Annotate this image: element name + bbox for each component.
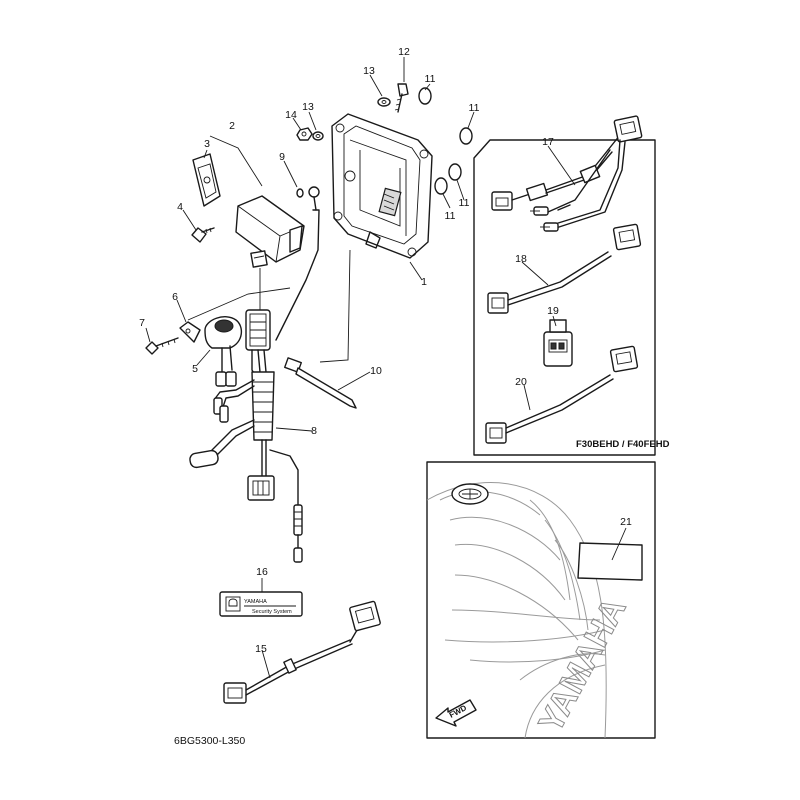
callout-17: 17	[542, 136, 554, 148]
callout-14: 14	[285, 109, 297, 121]
callout-21: 21	[620, 516, 632, 528]
callout-16: 16	[256, 566, 268, 578]
callout-7: 7	[139, 317, 145, 329]
variant-box: F30BEHD / F40FEHD	[473, 139, 670, 456]
decal-caption: Security System	[252, 609, 292, 615]
part-2-control-unit: 2	[209, 120, 305, 268]
callout-13b: 13	[302, 101, 314, 113]
callout-20: 20	[515, 376, 527, 388]
variant-label: F30BEHD / F40FEHD	[576, 439, 670, 450]
callout-18: 18	[515, 253, 527, 265]
part-9-ground-lead: 9	[275, 151, 320, 341]
callout-11b: 11	[469, 102, 480, 114]
part-19-connector: 19	[543, 305, 573, 367]
part-3-bracket: 3	[192, 138, 221, 207]
part-20-harness: 20	[485, 345, 639, 444]
link-line-6	[187, 287, 291, 321]
callout-15: 15	[255, 643, 267, 655]
part-1-housing: 1	[331, 113, 433, 288]
part-12-screw: 12	[394, 46, 410, 113]
part-5-sensor: 5	[192, 316, 243, 387]
part-11-grommets: 11 11 11 11	[418, 73, 480, 222]
part-13-washers: 13 13	[302, 65, 391, 141]
part-7-bolt: 7	[139, 317, 179, 355]
callout-12: 12	[398, 46, 410, 58]
callout-8: 8	[311, 425, 317, 437]
callout-11a: 11	[425, 73, 436, 85]
part-21-decal	[577, 542, 643, 581]
callout-2: 2	[229, 120, 235, 132]
callout-11c: 11	[445, 210, 456, 222]
callout-11d: 11	[459, 197, 470, 209]
callout-3: 3	[204, 138, 210, 150]
callout-9: 9	[279, 151, 285, 163]
part-15-harness: 15	[223, 600, 381, 704]
link-line-box	[319, 249, 351, 363]
drawing-code: 6BG5300-L350	[174, 735, 245, 747]
part-17-harness: 17	[491, 115, 643, 232]
part-6-clamp: 6	[172, 291, 201, 343]
part-14-nut: 14	[285, 109, 313, 141]
callout-4: 4	[177, 201, 183, 213]
callout-5: 5	[192, 363, 198, 375]
callout-13a: 13	[363, 65, 375, 77]
part-4-bolt: 4	[177, 201, 215, 243]
cowling-brand-text: YAMAHA	[532, 592, 634, 739]
part-8-wire-harness: 8	[189, 309, 317, 563]
part-16-security-decal: YAMAHA Security System 16	[219, 566, 303, 617]
callout-19: 19	[547, 305, 559, 317]
part-10-cable-tie: 10	[284, 357, 382, 409]
callout-6: 6	[172, 291, 178, 303]
part-18-harness: 18	[487, 223, 642, 314]
cowling-box: YAMAHA 21 FWD	[426, 461, 656, 739]
decal-brand: YAMAHA	[244, 599, 267, 605]
fwd-arrow-icon: FWD	[435, 699, 477, 727]
callout-1: 1	[421, 276, 427, 288]
callout-10: 10	[370, 365, 382, 377]
